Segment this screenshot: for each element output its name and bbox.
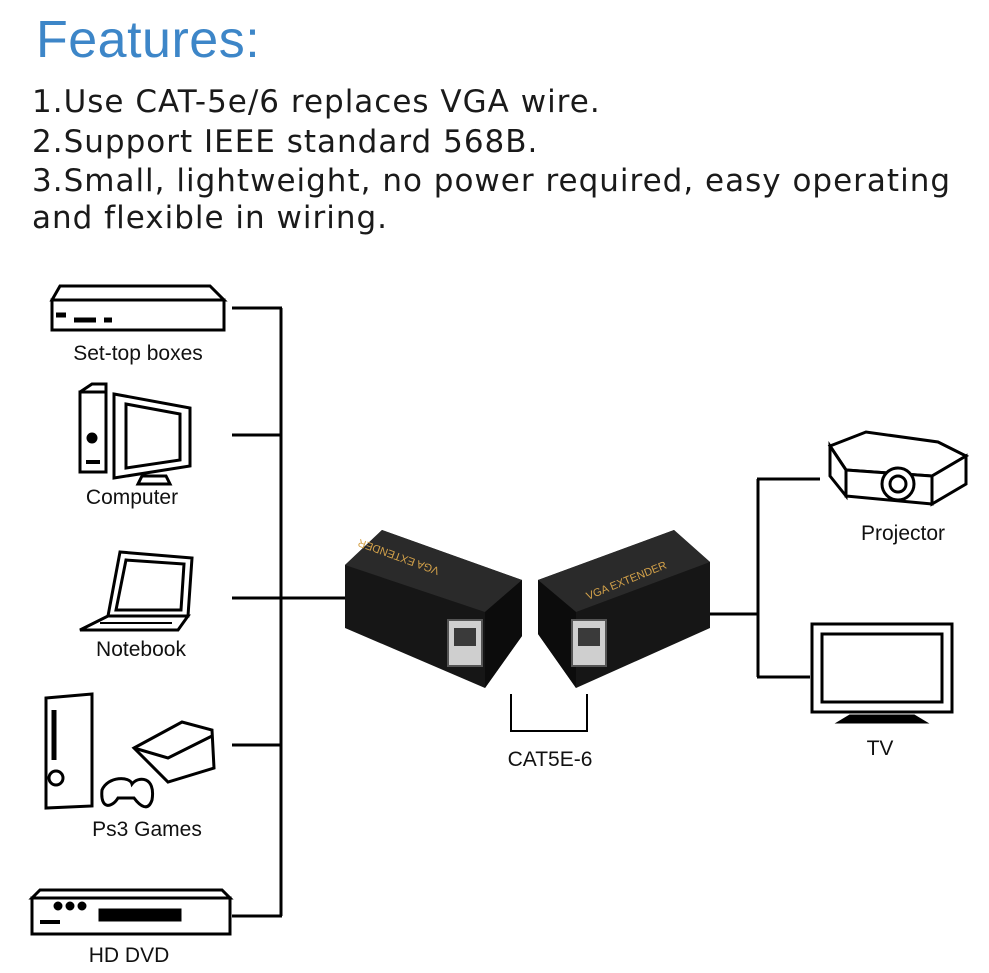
label-computer: Computer [85,486,179,509]
vga-extender-right-icon: VGA EXTENDER [538,530,710,688]
set-top-box-icon [49,284,228,332]
vga-extender-left-icon: VGA EXTENDER [345,530,522,688]
label-ps3-games: Ps3 Games [92,818,202,841]
notebook-icon [79,550,194,632]
feature-item-3: 3.Small, lightweight, no power required,… [32,163,952,199]
hd-dvd-player-icon [28,888,234,936]
label-projector: Projector [860,522,946,545]
projector-icon [827,430,970,507]
feature-item-1: 1.Use CAT-5e/6 replaces VGA wire. [32,84,601,120]
label-hd-dvd: HD DVD [88,944,170,967]
features-heading: Features: [36,11,261,69]
ps3-console-icon [44,692,216,810]
feature-item-3-continued: and flexible in wiring. [32,200,389,236]
label-tv: TV [866,737,894,760]
feature-item-2: 2.Support IEEE standard 568B. [32,124,539,160]
label-cat5e-6: CAT5E-6 [507,748,593,771]
connection-lines [232,306,820,918]
computer-icon [78,382,192,486]
label-notebook: Notebook [96,638,186,661]
tv-icon [810,622,954,724]
label-set-top-boxes: Set-top boxes [73,342,203,365]
